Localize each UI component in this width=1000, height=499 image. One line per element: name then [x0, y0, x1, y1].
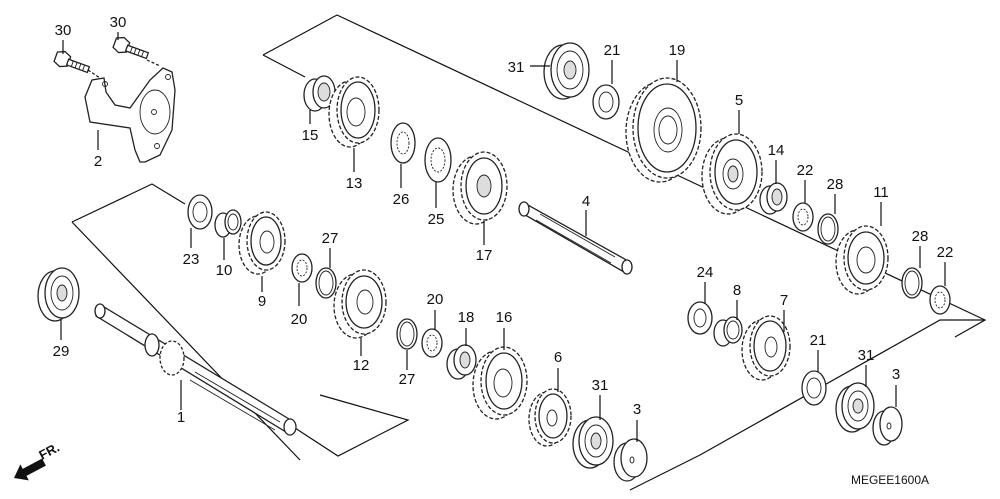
part-number-label: 5	[735, 92, 743, 109]
part-number-label: 30	[55, 22, 72, 39]
part-number-label: 9	[258, 293, 266, 310]
circlip-icon[interactable]	[817, 213, 839, 245]
circlip-icon[interactable]	[396, 318, 418, 350]
countershaft-icon[interactable]	[518, 201, 633, 275]
part-number-label: 4	[582, 193, 590, 210]
thrust-washer-icon[interactable]	[187, 194, 213, 230]
figure-code: MEGEE1600A	[851, 473, 929, 487]
bushing-icon[interactable]	[214, 209, 242, 238]
thrust-washer-icon[interactable]	[801, 370, 827, 406]
gear-icon[interactable]	[835, 225, 889, 295]
part-number-label: 30	[110, 14, 127, 31]
part-number-label: 27	[322, 230, 339, 247]
part-number-label: 19	[669, 42, 686, 59]
part-number-label: 22	[937, 244, 954, 261]
part-number-label: 28	[827, 176, 844, 193]
lock-washer-icon[interactable]	[390, 122, 416, 164]
part-number-label: 31	[858, 347, 875, 364]
splined-washer-icon[interactable]	[792, 202, 814, 232]
part-number-label: 16	[496, 309, 513, 326]
front-direction-arrow-icon	[14, 458, 46, 481]
bolt-icon[interactable]	[112, 35, 150, 62]
needle-bushing-icon[interactable]	[759, 182, 788, 215]
part-number-label: 26	[393, 191, 410, 208]
part-labels: 1233456789101112131415161718192020212122…	[53, 14, 954, 426]
part-number-label: 13	[346, 175, 363, 192]
part-number-label: 31	[508, 59, 525, 76]
mainshaft-group-outline-lower	[71, 221, 301, 461]
part-number-label: 6	[554, 349, 562, 366]
part-number-label: 20	[427, 291, 444, 308]
part-number-label: 24	[697, 264, 714, 281]
part-number-label: 10	[216, 262, 233, 279]
bolt-icon[interactable]	[53, 49, 91, 76]
needle-bushing-icon[interactable]	[446, 344, 477, 380]
sub-group-outline	[629, 319, 985, 491]
mainshaft-group-outline	[71, 183, 186, 223]
part-number-label: 12	[353, 357, 370, 374]
part-number-label: 21	[604, 42, 621, 59]
part-number-label: 22	[797, 162, 814, 179]
part-number-label: 28	[912, 228, 929, 245]
needle-bushing-icon[interactable]	[303, 75, 336, 112]
splined-washer-icon[interactable]	[929, 285, 951, 315]
bearing-set-plate-icon[interactable]	[84, 67, 176, 163]
bushing-icon[interactable]	[713, 316, 743, 347]
ball-bearing-icon[interactable]	[835, 382, 875, 433]
part-number-label: 11	[873, 184, 889, 201]
splined-washer-icon[interactable]	[291, 253, 313, 283]
gear-icon[interactable]	[701, 133, 763, 215]
part-number-label: 23	[183, 251, 200, 268]
gear-icon[interactable]	[741, 315, 791, 381]
gear-icon[interactable]	[528, 388, 572, 447]
part-number-label: 21	[810, 332, 827, 349]
thrust-washer-icon[interactable]	[592, 84, 620, 120]
part-number-label: 27	[399, 371, 416, 388]
part-number-label: 1	[177, 409, 185, 426]
part-number-label: 31	[592, 377, 609, 394]
part-number-label: 25	[428, 211, 445, 228]
ball-bearing-icon[interactable]	[37, 267, 80, 322]
mainshaft-group-outline-right	[294, 394, 410, 457]
lock-washer-icon[interactable]	[424, 137, 452, 183]
gear-icon[interactable]	[472, 346, 528, 420]
gear-icon[interactable]	[333, 269, 387, 339]
part-number-label: 2	[94, 153, 102, 170]
circlip-icon[interactable]	[315, 267, 337, 299]
circlip-icon[interactable]	[901, 267, 923, 299]
mainshaft-icon[interactable]	[94, 303, 297, 436]
thrust-washer-icon[interactable]	[687, 301, 713, 335]
countershaft-group-outline-left	[262, 54, 306, 78]
part-number-label: 8	[733, 282, 741, 299]
gear-icon[interactable]	[238, 211, 286, 275]
ball-bearing-icon[interactable]	[543, 42, 590, 100]
front-direction-label: FR.	[36, 440, 62, 463]
part-number-label: 15	[302, 127, 319, 144]
part-number-label: 20	[291, 311, 308, 328]
part-number-label: 7	[780, 292, 788, 309]
gear-icon[interactable]	[328, 76, 380, 148]
part-number-label: 3	[633, 401, 641, 418]
splined-washer-icon[interactable]	[421, 328, 443, 358]
cap-icon[interactable]	[872, 406, 903, 446]
part-number-label: 17	[476, 247, 493, 264]
part-number-label: 14	[768, 142, 785, 159]
part-number-label: 18	[458, 309, 475, 326]
part-number-label: 3	[892, 366, 900, 383]
cap-icon[interactable]	[613, 438, 648, 482]
part-number-label: 29	[53, 343, 70, 360]
gear-icon[interactable]	[452, 151, 508, 225]
ball-bearing-icon[interactable]	[572, 416, 614, 469]
gear-icon[interactable]	[625, 77, 702, 183]
